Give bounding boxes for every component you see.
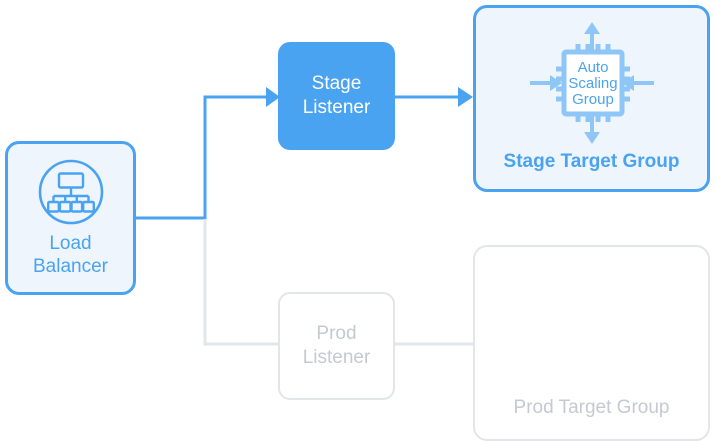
asg-label-line1: Auto xyxy=(577,59,608,76)
stage-listener-label-line1: Stage xyxy=(311,73,362,94)
stage-listener-label-line2: Listener xyxy=(302,97,371,118)
stage-listener-label: Stage Listener xyxy=(303,72,371,120)
node-stage-target-group[interactable]: Auto Scaling Group Stage Target Group xyxy=(473,5,710,192)
arrowhead-to-stage-target-group xyxy=(458,87,473,107)
node-prod-target-group[interactable]: Prod Target Group xyxy=(473,245,710,441)
prod-listener-label-line2: Listener xyxy=(302,347,371,368)
prod-listener-label-line1: Prod xyxy=(316,323,357,344)
arrowhead-to-stage-listener xyxy=(266,87,280,107)
load-balancer-hierarchy-icon xyxy=(37,158,105,226)
node-prod-listener[interactable]: Prod Listener xyxy=(278,292,395,400)
load-balancer-label: Load Balancer xyxy=(33,232,108,278)
load-balancer-label-line1: Load xyxy=(49,233,92,254)
node-stage-listener[interactable]: Stage Listener xyxy=(278,42,395,150)
node-load-balancer[interactable]: Load Balancer xyxy=(5,141,136,295)
prod-target-group-label: Prod Target Group xyxy=(513,397,670,418)
stage-target-group-label: Stage Target Group xyxy=(503,151,680,172)
load-balancer-label-line2: Balancer xyxy=(33,256,108,277)
prod-listener-label: Prod Listener xyxy=(303,322,371,370)
asg-label-line3: Group xyxy=(572,91,614,108)
asg-label-line2: Scaling xyxy=(568,75,617,92)
auto-scaling-group-chip-icon: Auto Scaling Group xyxy=(518,20,666,146)
